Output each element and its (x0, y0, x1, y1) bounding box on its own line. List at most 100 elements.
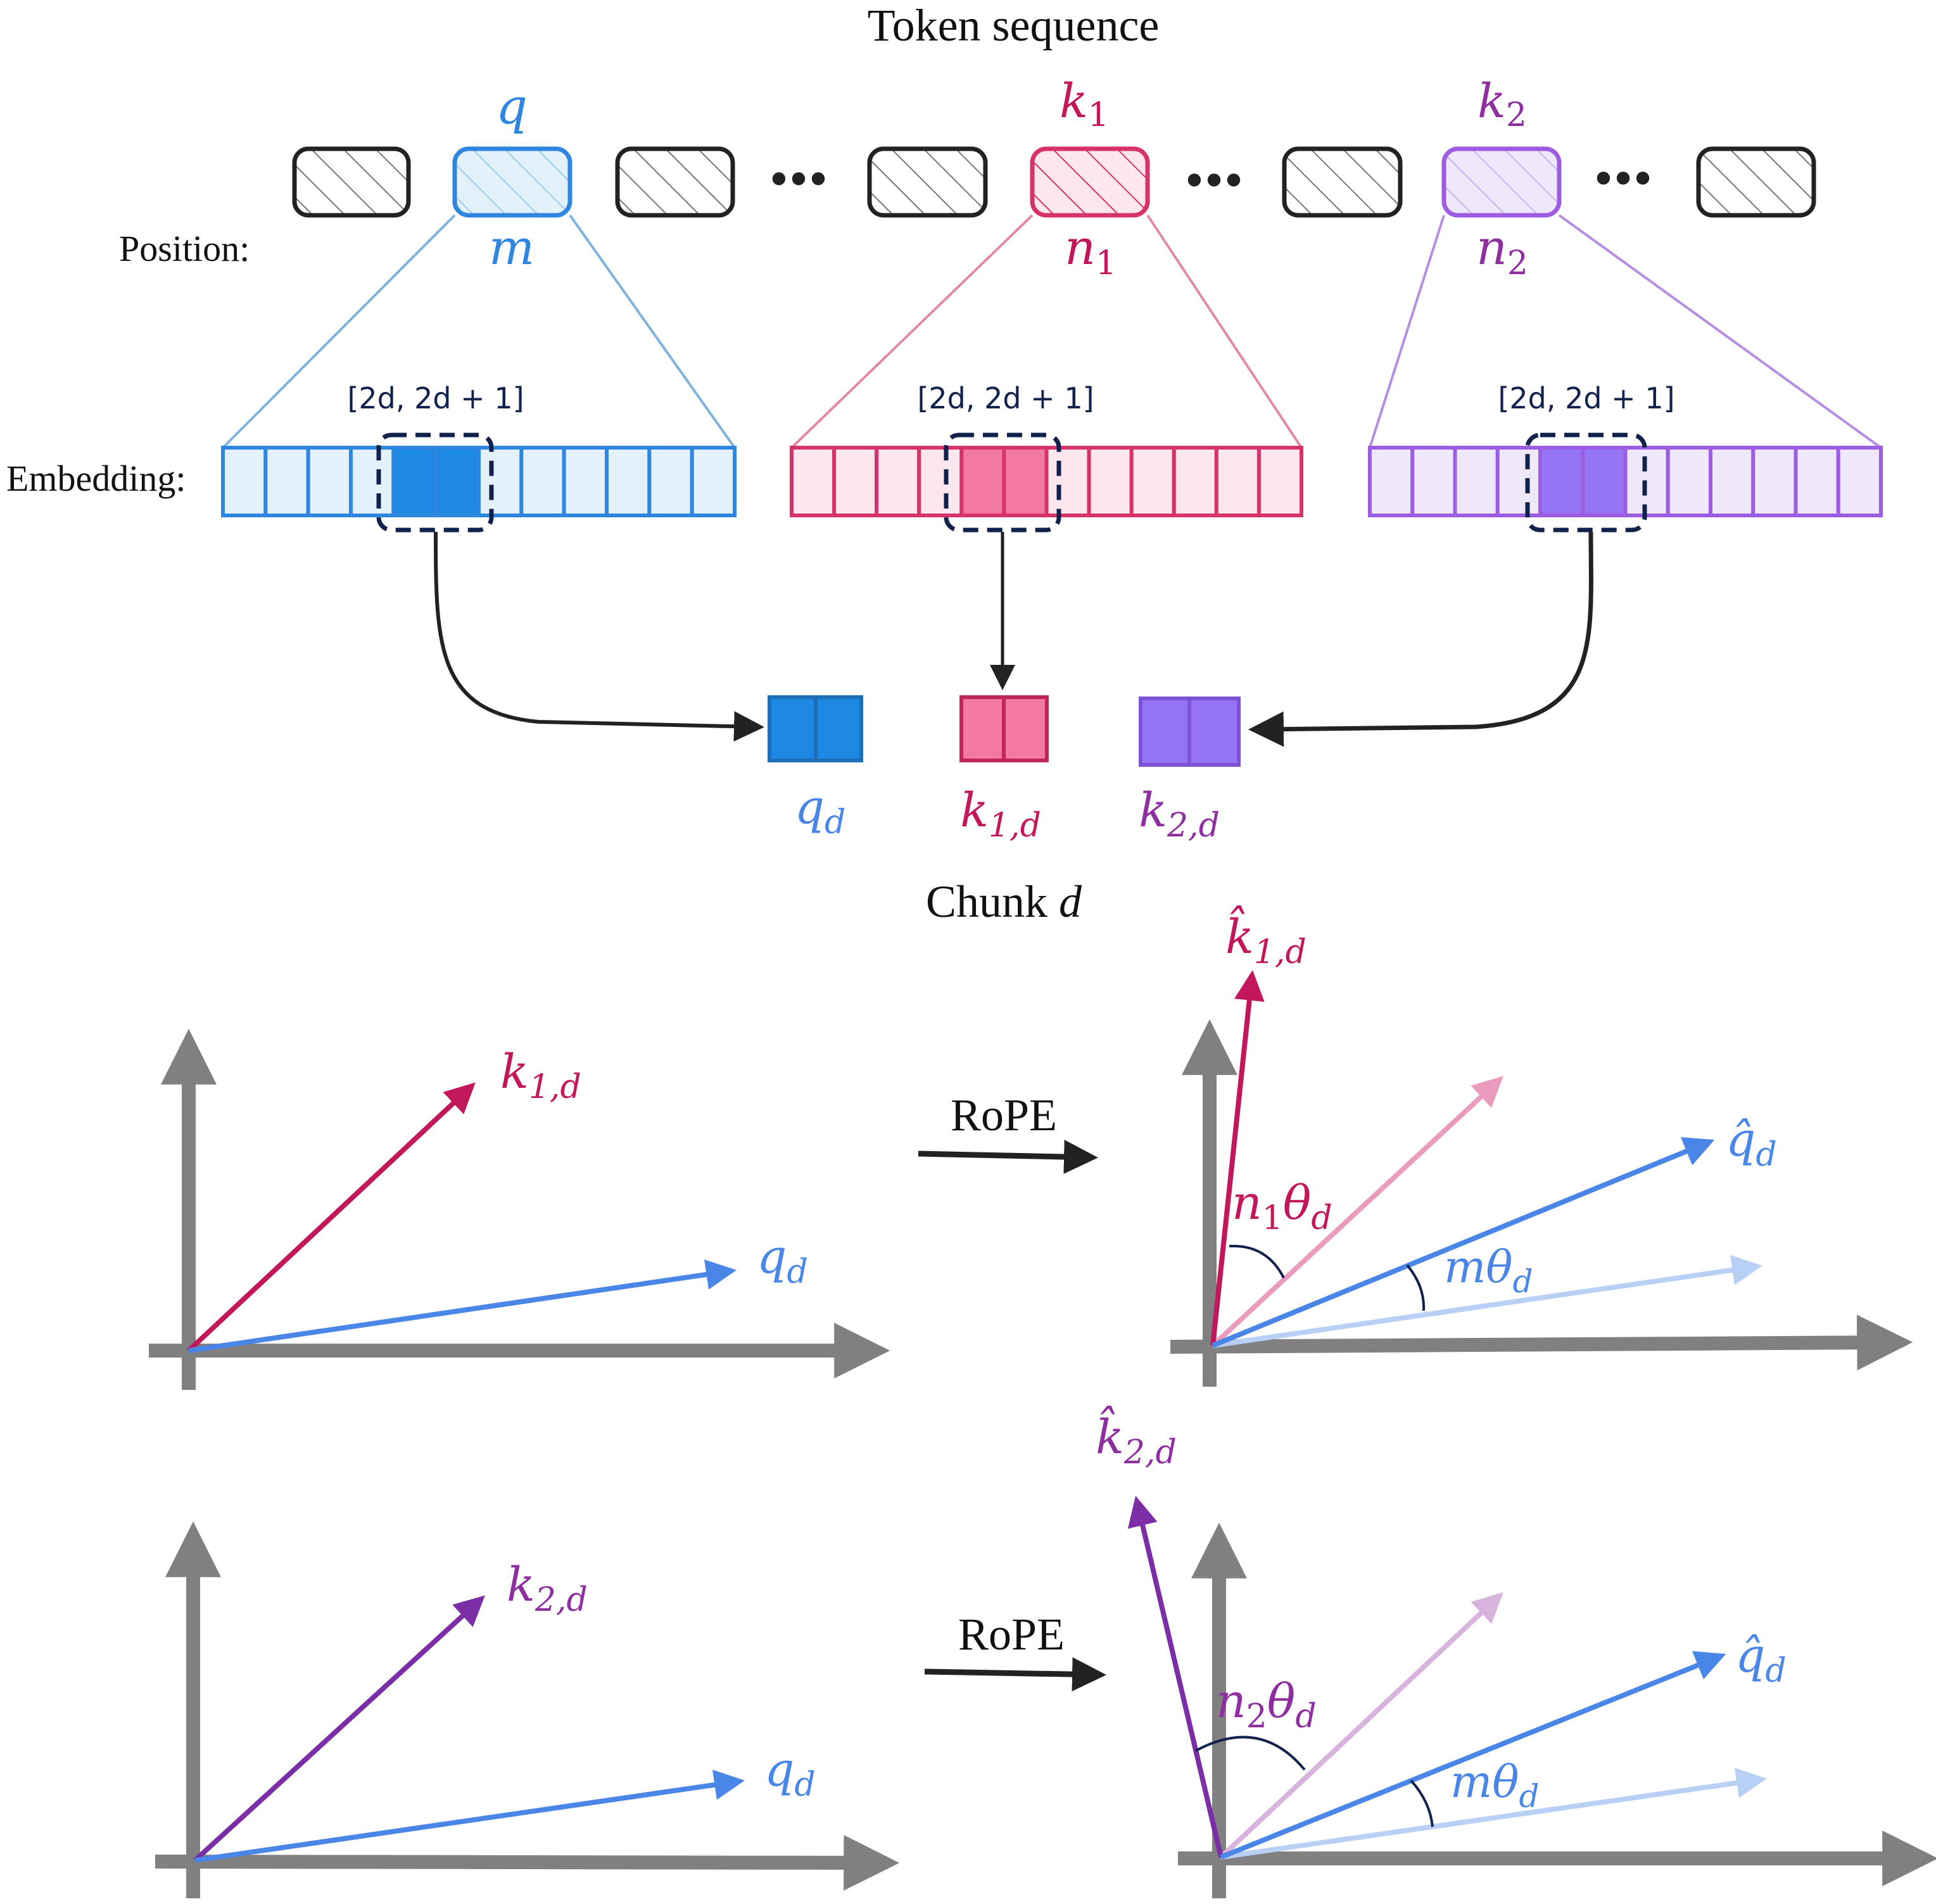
embedding-cell-selected (391, 446, 438, 517)
position-row-label: Position: (119, 228, 250, 269)
embedding-cell (349, 446, 396, 517)
angle-label-n2-theta: n2θd (1216, 1674, 1317, 1736)
x-axis (155, 1834, 900, 1891)
chunk-index-label-k1: [2d, 2d + 1] (917, 381, 1094, 415)
embedding-cell (221, 446, 268, 517)
token-box (1696, 146, 1816, 218)
angle-arc-n1 (1229, 1244, 1285, 1278)
embedding-cell (562, 446, 609, 517)
arrow-to-qd (434, 531, 764, 742)
token-box (292, 146, 411, 218)
vector-label-q-hat: q̂d (1735, 1629, 1787, 1690)
embedding-cell (875, 446, 921, 517)
token-label-q: q (496, 79, 528, 136)
ellipsis: ••• (767, 158, 826, 201)
plot-k2-before: k2,d qd (155, 1521, 900, 1898)
rope-label-1: RoPE (951, 1090, 1057, 1140)
angle-label-m-theta: mθd (1450, 1756, 1540, 1815)
chunk-qd (768, 695, 863, 762)
arrow-to-k2d (1248, 531, 1593, 747)
plot-k2-after: n2θd mθd k̂2,d q̂d (1096, 1405, 1936, 1898)
token-box-k1 (1030, 146, 1150, 218)
chunk-selection-q (376, 432, 494, 533)
vector-label-k1d: k1,d (500, 1045, 581, 1106)
embedding-cell (1214, 446, 1261, 517)
embedding-cell (1256, 446, 1303, 517)
angle-arc-m (1410, 1779, 1434, 1827)
embedding-cell (306, 446, 353, 517)
rope-label-2: RoPE (958, 1609, 1065, 1660)
embedding-cell-selected (1002, 446, 1049, 517)
diagram-title: Token sequence (868, 0, 1160, 51)
vector-label-qd: qd (757, 1230, 808, 1291)
chunk-k2d (1139, 697, 1241, 767)
vector-qd-original (1220, 1767, 1767, 1860)
embedding-cell (647, 446, 694, 517)
vector-k2d-original (1219, 1592, 1503, 1859)
vector-k1d (187, 1082, 476, 1352)
embedding-cell (790, 446, 837, 517)
vector-label-k1-hat: k̂1,d (1225, 905, 1306, 971)
embedding-cell (1453, 446, 1500, 517)
chunk-index-label-k2: [2d, 2d + 1] (1498, 381, 1674, 415)
embedding-cell-selected (959, 446, 1006, 517)
funnel-lines (222, 214, 1882, 449)
x-axis (1170, 1315, 1913, 1371)
vector-k2-hat (1127, 1496, 1224, 1858)
position-label-n2: n2 (1476, 219, 1528, 282)
embedding-cell-selected (1581, 446, 1628, 517)
chunk-k1d (959, 695, 1049, 762)
token-box (1282, 146, 1403, 218)
vector-q-hat (1220, 1651, 1726, 1860)
vector-qd (194, 1770, 745, 1863)
chunk-selection-k2 (1525, 432, 1647, 533)
embedding-cell (1087, 446, 1134, 517)
chunk-selection-k1 (944, 432, 1061, 533)
vector-k1d-original (1211, 1076, 1503, 1347)
vector-qd (188, 1259, 737, 1353)
chunk-label-qd: qd (795, 780, 846, 842)
chunk-label-k2d: k2,d (1139, 783, 1220, 845)
vector-qd-original (1212, 1255, 1762, 1348)
embedding-cell (477, 446, 524, 517)
embedding-cell (263, 446, 310, 517)
embedding-q (221, 446, 737, 517)
embedding-cell-selected (1538, 446, 1585, 517)
embedding-cell (1709, 446, 1756, 517)
angle-arc-n2 (1195, 1736, 1306, 1771)
rope-arrow-2 (924, 1657, 1106, 1692)
embedding-cell (1044, 446, 1091, 517)
token-box-q (452, 146, 573, 218)
embedding-cell (1666, 446, 1712, 517)
embedding-cell (832, 446, 879, 517)
vector-k1-hat (1210, 970, 1265, 1346)
token-label-k2: k2 (1477, 74, 1527, 134)
token-box (615, 146, 735, 218)
plot-k1-before: k1,d qd (149, 1028, 890, 1390)
rope-arrow-1 (918, 1140, 1098, 1175)
vector-label-k2-hat: k̂2,d (1096, 1405, 1177, 1472)
embedding-cell (605, 446, 652, 517)
vector-q-hat (1212, 1137, 1715, 1348)
angle-arc-m (1406, 1264, 1426, 1311)
token-box-k2 (1441, 146, 1562, 218)
vector-label-qd: qd (764, 1743, 816, 1804)
embedding-cell (1410, 446, 1457, 517)
vector-label-q-hat: q̂d (1726, 1113, 1777, 1174)
embedding-cell (1129, 446, 1176, 517)
embedding-cell (1495, 446, 1542, 517)
chunk-label-k1d: k1,d (960, 783, 1041, 845)
embedding-cell (690, 446, 737, 517)
token-label-k1: k1 (1060, 74, 1109, 134)
token-sequence: ••• ••• ••• (292, 146, 1816, 218)
embedding-cell (1751, 446, 1798, 517)
embedding-cell (917, 446, 964, 517)
ellipsis: ••• (1182, 160, 1241, 203)
plot-k1-after: n1θd mθd k̂1,d q̂d (1170, 905, 1913, 1387)
embedding-k1 (790, 446, 1303, 517)
position-label-m: m (489, 219, 535, 275)
embedding-cell (1836, 446, 1883, 517)
ellipsis: ••• (1591, 158, 1650, 201)
embedding-row-label: Embedding: (6, 458, 186, 499)
embedding-cell (1368, 446, 1415, 517)
